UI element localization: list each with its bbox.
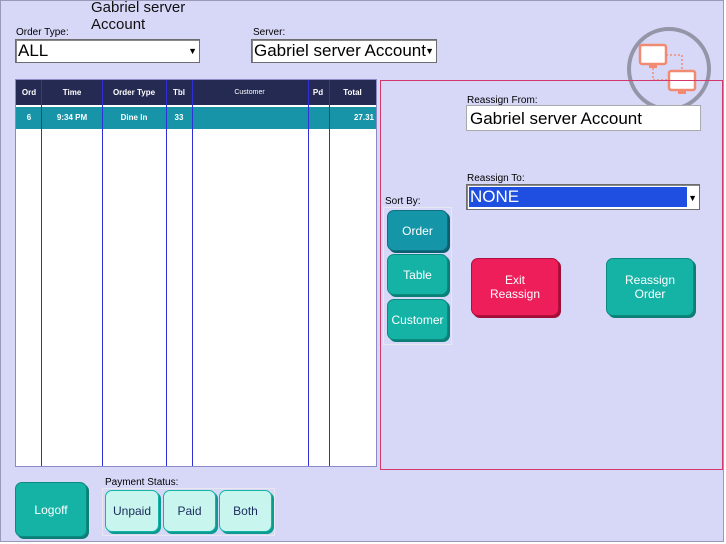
- column-header-total[interactable]: Total: [343, 88, 362, 97]
- exit-reassign-button[interactable]: Exit Reassign: [471, 258, 559, 316]
- sort-button-group: [383, 207, 452, 345]
- reassign-to-label: Reassign To:: [467, 173, 525, 184]
- orders-grid[interactable]: Ord Time Order Type Tbl Customer Pd Tota…: [15, 79, 377, 467]
- column-header-pd[interactable]: Pd: [312, 88, 324, 97]
- reassign-from-label: Reassign From:: [467, 95, 538, 106]
- payment-status-label: Payment Status:: [105, 477, 179, 488]
- chevron-down-icon: ▼: [188, 46, 197, 56]
- server-select[interactable]: Gabriel server Account ▼: [251, 39, 437, 63]
- server-label: Server:: [253, 27, 286, 38]
- order-type-value: ALL: [18, 41, 49, 60]
- column-header-ord[interactable]: Ord: [21, 88, 37, 97]
- logoff-button[interactable]: Logoff: [15, 482, 87, 537]
- sort-customer-button[interactable]: Customer: [387, 299, 448, 340]
- sort-table-button[interactable]: Table: [387, 254, 448, 295]
- sort-by-label: Sort By:: [385, 196, 421, 207]
- chevron-down-icon: ▼: [425, 46, 434, 56]
- order-type-select[interactable]: ALL ▼: [15, 39, 200, 63]
- column-divider: [102, 80, 103, 466]
- reassign-to-value: NONE: [470, 187, 520, 206]
- cell-pd: [307, 107, 329, 129]
- column-divider: [166, 80, 167, 466]
- reassign-panel: [380, 80, 723, 470]
- column-divider: [329, 80, 330, 466]
- payment-both-button[interactable]: Both: [219, 490, 272, 532]
- server-title: Gabriel server Account: [91, 0, 186, 33]
- chevron-down-icon: ▼: [688, 193, 697, 203]
- payment-paid-button[interactable]: Paid: [163, 490, 216, 532]
- reassign-from-value: Gabriel server Account: [470, 109, 642, 128]
- payment-unpaid-button[interactable]: Unpaid: [105, 490, 159, 532]
- column-divider: [192, 80, 193, 466]
- reassign-from-field: Gabriel server Account: [466, 105, 701, 131]
- order-type-label: Order Type:: [16, 27, 69, 38]
- reassign-order-button[interactable]: Reassign Order: [606, 258, 694, 316]
- column-divider: [308, 80, 309, 466]
- cell-ord: 6: [26, 113, 32, 122]
- cell-customer: [192, 107, 307, 129]
- column-header-customer[interactable]: Customer: [234, 89, 265, 96]
- sort-order-button[interactable]: Order: [387, 210, 448, 251]
- column-header-time[interactable]: Time: [62, 88, 82, 97]
- cell-time: 9:34 PM: [56, 113, 88, 122]
- cell-total: 27.31: [353, 113, 374, 122]
- table-row[interactable]: 6 9:34 PM Dine In 33 27.31: [16, 107, 376, 129]
- server-value: Gabriel server Account: [254, 41, 426, 60]
- cell-tbl: 33: [174, 113, 184, 122]
- cell-order-type: Dine In: [120, 113, 148, 122]
- column-divider: [41, 80, 42, 466]
- selected-option-highlight: [469, 187, 687, 207]
- column-header-tbl[interactable]: Tbl: [173, 88, 185, 97]
- column-header-order-type[interactable]: Order Type: [112, 88, 156, 97]
- payment-status-group: [102, 488, 275, 536]
- reassign-to-select[interactable]: NONE ▼: [466, 184, 700, 210]
- grid-header: Ord Time Order Type Tbl Customer Pd Tota…: [16, 80, 376, 105]
